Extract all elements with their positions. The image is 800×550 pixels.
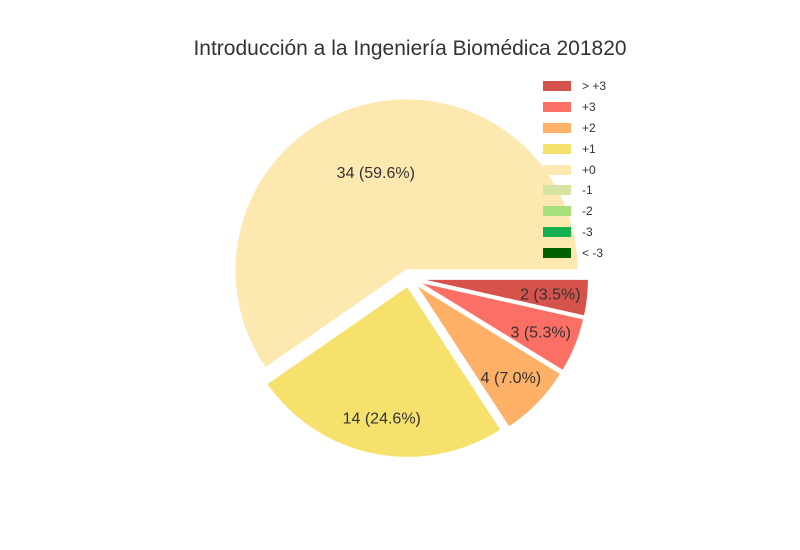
legend-item[interactable]: +2 <box>543 118 606 139</box>
legend-item[interactable]: < -3 <box>543 242 606 263</box>
legend-label: > +3 <box>582 79 607 94</box>
pie-slice <box>413 282 563 429</box>
pie-slice <box>416 277 590 318</box>
legend-swatch <box>543 226 571 237</box>
legend-item[interactable]: +0 <box>543 159 606 180</box>
legend-label: +1 <box>582 141 596 156</box>
legend-item[interactable]: > +3 <box>543 76 606 97</box>
legend-item[interactable]: -2 <box>543 201 606 222</box>
legend-label: +2 <box>582 120 596 135</box>
chart-title: Introducción a la Ingeniería Biomédica 2… <box>193 37 627 60</box>
legend-label: -1 <box>582 183 593 198</box>
slice-label: 4 (7.0%) <box>481 370 541 387</box>
legend-swatch <box>543 164 571 175</box>
slice-label: 14 (24.6%) <box>343 411 421 428</box>
legend-swatch <box>543 206 571 217</box>
pie-slice <box>415 280 586 373</box>
legend-swatch <box>543 122 571 133</box>
legend-item[interactable]: -3 <box>543 222 606 243</box>
legend-label: -2 <box>582 204 593 219</box>
pie-slice <box>264 284 503 459</box>
slice-label: 2 (3.5%) <box>520 287 580 304</box>
pie-slice <box>233 97 580 370</box>
legend-label: +3 <box>582 100 596 115</box>
legend-swatch <box>543 102 571 113</box>
legend-label: +0 <box>582 162 596 177</box>
legend-swatch <box>543 185 571 196</box>
legend-label: < -3 <box>582 245 604 260</box>
slice-label: 34 (59.6%) <box>337 165 415 182</box>
slice-label: 3 (5.3%) <box>510 324 570 341</box>
legend-swatch <box>543 81 571 92</box>
legend-swatch <box>543 247 571 258</box>
legend: > +3 +3 +2 +1 +0 -1 -2 -3 < -3 <box>543 76 606 263</box>
legend-item[interactable]: +1 <box>543 138 606 159</box>
legend-swatch <box>543 143 571 154</box>
legend-item[interactable]: -1 <box>543 180 606 201</box>
legend-label: -3 <box>582 224 593 239</box>
legend-item[interactable]: +3 <box>543 97 606 118</box>
